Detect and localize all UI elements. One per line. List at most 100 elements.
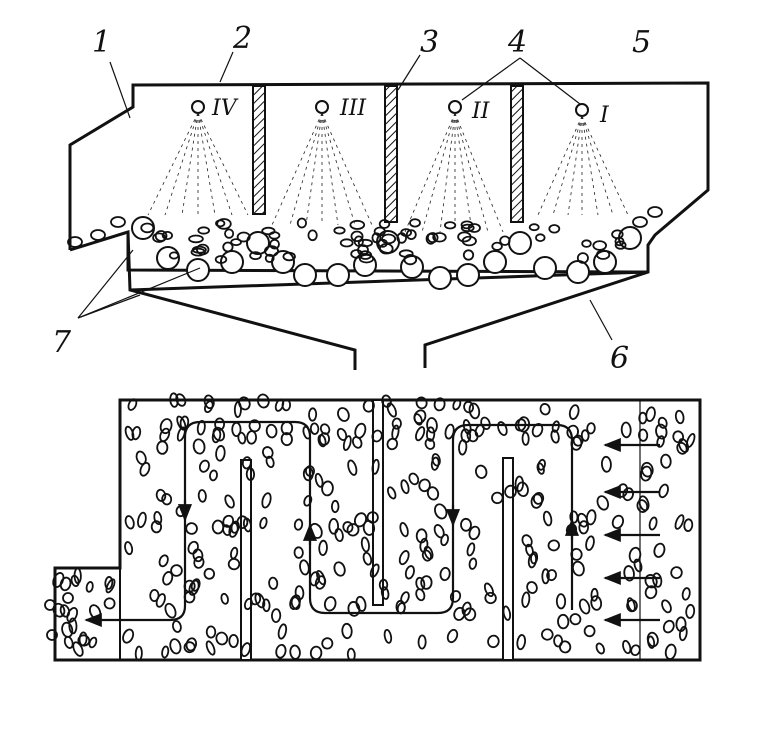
plan-pebble [161,645,170,659]
plan-pebble [347,459,358,476]
plan-pebble [52,572,65,588]
product-pebble [443,221,457,230]
product-pebble [581,239,592,248]
product-pebble [222,241,234,253]
product-pebble [236,231,251,243]
product-ball [456,263,480,287]
plan-pebble [626,597,636,612]
product-pebble [161,230,173,240]
plan-pebble [572,434,584,447]
product-pebble [403,254,418,266]
plan-pebble [369,563,380,578]
plan-pebble [475,464,488,479]
plan-pebble [314,575,327,590]
plan-pebble [212,426,226,442]
product-pebble [457,231,472,243]
plan-pebble [196,419,206,436]
drain-hopper [129,270,649,292]
product-pebble [268,231,281,240]
products-small [67,206,663,266]
plan-pebble [198,459,210,473]
plan-pebble [153,510,163,526]
plan-pebble [536,462,545,475]
plan-pebble [371,458,380,475]
plan-pebble [468,402,481,420]
plan-pebble [321,480,334,497]
plan-pebble [420,575,433,590]
plan-pebble [275,643,287,659]
product-pebble [535,233,546,243]
plan-pebble [557,613,570,630]
plan-pebble [342,435,352,452]
plan-pebble [678,438,690,453]
product-pebble [371,232,382,244]
product-pebble [373,226,386,237]
plan-pebble [353,512,368,528]
plan-pebble [209,469,218,482]
plan-pebble [215,631,229,646]
plan-pebble [378,578,389,591]
product-pebble [592,240,607,251]
product-pebble [491,241,503,251]
plan-pebble [309,422,320,435]
product-ball [428,266,452,290]
plan-pebbles [44,392,696,662]
plan-pebble [611,514,625,530]
plan-pebble [231,421,242,437]
plan-pebble [661,599,672,614]
plan-pebble [675,616,687,632]
plan-pebble [277,623,288,640]
plan-pebble [530,493,543,509]
plan-pebble [381,394,392,408]
plan-pebble [46,629,58,641]
plan-pebble [413,409,427,424]
plan-pebble [63,635,74,649]
product-pebble [110,216,126,228]
plan-pebble [636,499,649,513]
plan-pebble [321,637,334,650]
product-pebble [307,229,318,242]
plan-pebble [685,433,696,448]
product-pebble [632,216,648,228]
plan-pebble [211,428,222,444]
plan-pebble [62,592,74,604]
product-pebble [90,229,106,241]
plan-pebble [585,535,595,551]
plan-pebble [176,415,187,431]
plan-pebble [262,598,271,613]
product-ball [246,231,270,255]
stage-label-III: III [339,96,367,121]
plan-pebble [674,514,685,530]
plan-pebble [248,419,261,433]
leader-2 [219,51,234,83]
plan-pebble [159,418,173,435]
plan-pebble [68,617,78,635]
plan-pebble [571,560,585,577]
plan-pebble [238,396,251,411]
plan-pebble [672,430,685,444]
product-pebble [595,249,611,260]
plan-pebble [342,521,354,534]
plan-view [44,392,702,662]
plan-pebble [88,604,102,620]
plan-pebble [652,572,663,588]
plan-pebble [270,608,282,623]
plan-outline [53,398,702,662]
leader-7b [77,267,201,319]
plan-pebble [578,520,590,535]
product-pebble [357,238,373,248]
plan-pebble [487,634,500,649]
plan-pebble [289,644,301,660]
plan-pebble [514,475,525,492]
plan-pebble [105,578,116,594]
product-pebble [405,229,417,241]
plan-pebble [595,642,605,655]
plan-pebble [205,640,216,656]
plan-pebble [215,445,226,462]
leader-6 [589,299,613,341]
plan-pebble [590,595,603,611]
product-pebble [197,226,211,235]
plan-pebble [630,644,641,657]
plan-pebble [155,488,167,502]
plan-pebble [386,437,399,451]
